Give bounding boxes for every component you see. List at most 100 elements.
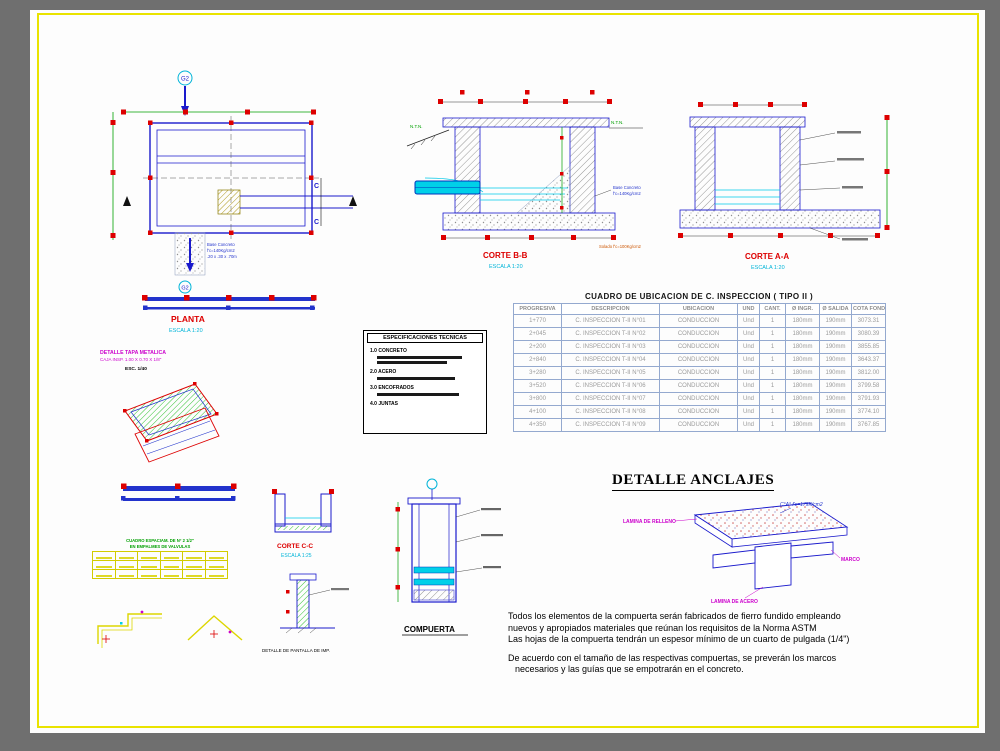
especificaciones-box: ESPECIFICACIONES TECNICAS 1.0 CONCRETO 2… bbox=[363, 330, 487, 434]
compuerta-frame bbox=[407, 497, 461, 603]
table-title: CUADRO DE UBICACION DE C. INSPECCION ( T… bbox=[584, 292, 814, 301]
right-wall bbox=[569, 126, 596, 214]
dim-ticks-top bbox=[698, 102, 807, 107]
ubicacion-table-cell: 3855.85 bbox=[851, 340, 886, 354]
column-header: CANT. bbox=[759, 303, 786, 315]
ubicacion-table-cell: 180mm bbox=[785, 327, 820, 341]
leader-notes bbox=[455, 508, 503, 573]
label-acero: LAMINA DE ACERO bbox=[711, 599, 758, 605]
ubicacion-table-cell: C. INSPECCION T-II N°02 bbox=[561, 327, 660, 341]
ubicacion-table-cell: 3080.39 bbox=[851, 327, 886, 341]
dim-tick bbox=[286, 590, 290, 594]
corte-cc-view: CORTE C-C ESCALA 1:25 bbox=[272, 489, 334, 559]
step-line bbox=[101, 617, 162, 648]
magenta-node bbox=[228, 630, 232, 634]
ubicacion-table-cell: Und bbox=[737, 340, 760, 354]
dim-tick bbox=[272, 489, 277, 494]
spec-item: 2.0 ACERO bbox=[370, 369, 397, 375]
right-wall bbox=[779, 126, 801, 211]
ubicacion-table-cell: Und bbox=[737, 405, 760, 419]
base-footing bbox=[679, 209, 881, 229]
base-concrete-note: Base Concreto f'c=140Kg/cm2 bbox=[594, 185, 641, 197]
ubicacion-table-cell: CONDUCCION bbox=[659, 353, 738, 367]
note-line: Base Concreto bbox=[207, 242, 235, 247]
corte-bb-view: N.T.N. bbox=[406, 90, 643, 270]
valvulas-row bbox=[92, 569, 228, 579]
callout-bubble bbox=[426, 478, 438, 490]
ubicacion-table-cell: Und bbox=[737, 392, 760, 406]
corte-cc-title: CORTE C-C bbox=[277, 543, 313, 550]
dim-tick bbox=[329, 489, 334, 494]
ubicacion-table-cell: Und bbox=[737, 379, 760, 393]
dim-ticks-bottom bbox=[678, 233, 880, 238]
leader-note bbox=[483, 566, 501, 569]
ubicacion-table-cell: 180mm bbox=[785, 340, 820, 354]
label-marco: MARCO bbox=[841, 557, 860, 563]
drawing-sheet: G2 bbox=[30, 10, 985, 733]
ubicacion-table-cell: 3791.93 bbox=[851, 392, 886, 406]
planta-section-marks: C C bbox=[123, 178, 357, 226]
ubicacion-table-cell: 180mm bbox=[785, 379, 820, 393]
corte-bb-title: CORTE B-B bbox=[483, 251, 528, 260]
top-slab bbox=[689, 116, 806, 128]
ubicacion-table-cell: 190mm bbox=[819, 366, 852, 380]
tapa-corner-ticks bbox=[123, 382, 219, 443]
anclajes-detail: LAMINA DE RELLENO C°A° f'c=175K/cm2 MARC… bbox=[623, 502, 860, 605]
ubicacion-table-cell: 1 bbox=[759, 366, 786, 380]
valvulas-row bbox=[92, 551, 228, 561]
note-line: De acuerdo con el tamaño de las respecti… bbox=[508, 652, 837, 663]
leader-note bbox=[481, 534, 503, 537]
note-line: Las hojas de la compuerta tendrán un esp… bbox=[508, 634, 850, 644]
ubicacion-table-cell: 1 bbox=[759, 327, 786, 341]
tapa-title: DETALLE TAPA METALICA bbox=[100, 350, 166, 356]
ubicacion-table-cell: 3+520 bbox=[513, 379, 562, 393]
leader-note bbox=[837, 131, 861, 134]
planta-dimension-ticks bbox=[110, 109, 316, 238]
ubicacion-table-cell: Und bbox=[737, 418, 760, 432]
ubicacion-table-cell: CONDUCCION bbox=[659, 405, 738, 419]
dim-ticks-bottom bbox=[441, 235, 616, 240]
bottom-hatch bbox=[277, 526, 329, 530]
corte-cc-scale: ESCALA 1:25 bbox=[281, 553, 312, 559]
dim-line-right bbox=[884, 115, 890, 230]
ubicacion-table-cell: 180mm bbox=[785, 405, 820, 419]
planta-centerlines bbox=[143, 116, 319, 240]
ubicacion-table-cell: C. INSPECCION T-II N°07 bbox=[561, 392, 660, 406]
base-hatch bbox=[413, 589, 455, 601]
dim-ticks-top bbox=[438, 90, 612, 104]
table-header-row: PROGRESIVA DESCRIPCION UBICACION UND CAN… bbox=[513, 303, 886, 315]
cyan-node bbox=[120, 622, 123, 625]
column-header: Ø SALIDA bbox=[819, 303, 852, 315]
column-header: UBICACION bbox=[659, 303, 738, 315]
ubicacion-table-cell: C. INSPECCION T-II N°04 bbox=[561, 353, 660, 367]
callout-label: G2 bbox=[181, 286, 188, 292]
gate-plate bbox=[413, 578, 455, 586]
spec-text-line bbox=[377, 377, 455, 380]
top-slab bbox=[442, 117, 610, 128]
yellow-step-details bbox=[97, 610, 243, 648]
ubicacion-table-cell: 1 bbox=[759, 418, 786, 432]
ubicacion-table-cell: 1 bbox=[759, 392, 786, 406]
ground-line-right: N.T.N. bbox=[609, 120, 643, 129]
ntn-label: N.T.N. bbox=[611, 120, 624, 125]
ubicacion-table-cell: CONDUCCION bbox=[659, 314, 738, 328]
tapa-dim-bars bbox=[121, 483, 237, 501]
planta-gate-hatch bbox=[217, 189, 241, 215]
ubicacion-table-cell: 3799.58 bbox=[851, 379, 886, 393]
note-line: f'c=140Kg/cm2 bbox=[207, 248, 235, 253]
ubicacion-table-cell: 180mm bbox=[785, 366, 820, 380]
ubicacion-table-cell: C. INSPECCION T-II N°06 bbox=[561, 379, 660, 393]
dim-line-left bbox=[395, 502, 400, 602]
section-letter-top: C bbox=[314, 183, 319, 190]
valvulas-table bbox=[92, 551, 228, 579]
corte-bb-structure bbox=[442, 117, 616, 231]
ubicacion-table-cell: 3774.10 bbox=[851, 405, 886, 419]
note-line: necesarios y las guías que se empotrarán… bbox=[515, 664, 744, 674]
ubicacion-table-cell: C. INSPECCION T-II N°09 bbox=[561, 418, 660, 432]
column-header: PROGRESIVA bbox=[513, 303, 562, 315]
valvulas-row bbox=[92, 560, 228, 570]
